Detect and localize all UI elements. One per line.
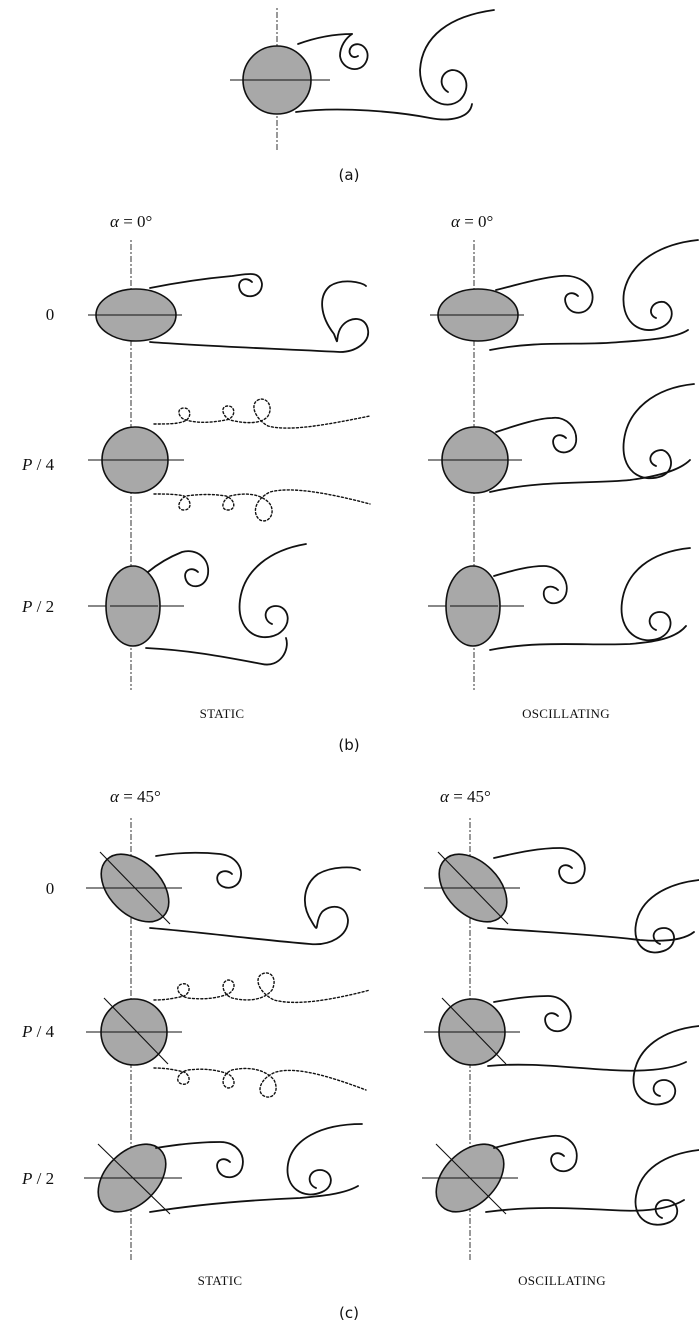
panel-b-left-label: STATIC bbox=[200, 706, 245, 721]
panel-c-right-label: OSCILLATING bbox=[518, 1273, 606, 1288]
panel-b-left-angle: α = 0° bbox=[110, 212, 152, 231]
phase-label-0: 0 bbox=[46, 879, 55, 898]
static-phase-0 bbox=[88, 274, 368, 352]
panel-c-right-angle: α = 45° bbox=[440, 787, 491, 806]
panel-a: (a) bbox=[230, 8, 494, 184]
oscillating-phase-0 bbox=[424, 841, 699, 952]
panel-c: α = 45° α = 45° 0 P / 4 P / 2 bbox=[21, 787, 699, 1322]
phase-label-p4: P / 4 bbox=[21, 1022, 55, 1041]
phase-label-0: 0 bbox=[46, 305, 55, 324]
panel-b: α = 0° α = 0° 0 P / 4 P / 2 bbox=[21, 212, 698, 754]
phase-label-p4: P / 4 bbox=[21, 455, 55, 474]
oscillating-phase-p4 bbox=[428, 384, 694, 493]
phase-label-p2: P / 2 bbox=[21, 1169, 54, 1188]
panel-c-left-angle: α = 45° bbox=[110, 787, 161, 806]
phase-label-p2: P / 2 bbox=[21, 597, 54, 616]
oscillating-phase-p2 bbox=[422, 1131, 699, 1224]
oscillating-phase-p2 bbox=[428, 548, 690, 650]
oscillating-phase-p4 bbox=[424, 996, 699, 1104]
panel-a-caption: (a) bbox=[339, 166, 360, 184]
panel-c-caption: (c) bbox=[339, 1304, 359, 1322]
panel-b-right-angle: α = 0° bbox=[451, 212, 493, 231]
panel-c-left-label: STATIC bbox=[198, 1273, 243, 1288]
panel-b-right-label: OSCILLATING bbox=[522, 706, 610, 721]
static-phase-p4 bbox=[86, 973, 370, 1097]
panel-b-caption: (b) bbox=[338, 736, 359, 754]
wake-vortices bbox=[296, 10, 494, 119]
static-phase-p4 bbox=[88, 399, 370, 521]
oscillating-phase-0 bbox=[430, 240, 698, 350]
static-phase-0 bbox=[86, 841, 360, 944]
static-phase-p2 bbox=[88, 544, 306, 665]
static-phase-p2 bbox=[84, 1124, 362, 1225]
